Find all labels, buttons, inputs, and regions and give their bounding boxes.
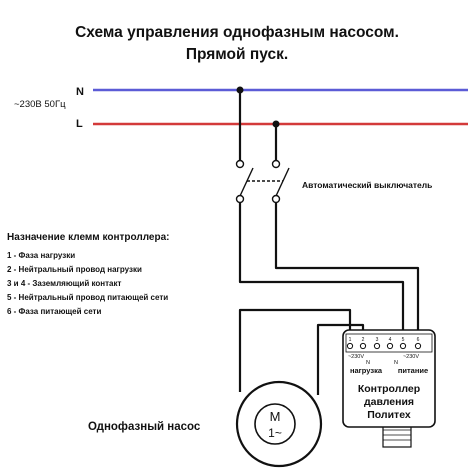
breaker-feed-wires [238,90,278,160]
load-volt-label: ~230V [348,354,364,360]
controller-name-line-1: Контроллер [358,383,420,395]
legend-item: 5 - Нейтральный провод питающей сети [7,293,168,302]
supply-wires [238,203,420,333]
load-terminals-label: нагрузка [350,366,383,375]
load-n-label: N [366,360,370,366]
controller-fitting [382,424,412,448]
title-line-1: Схема управления однофазным насосом. [75,24,399,41]
l-line-label: L [76,118,83,130]
pump-motor: М 1~ [235,380,323,468]
legend-list: 1 - Фаза нагрузки 2 - Нейтральный провод… [7,251,168,316]
power-volt-label: ~230V [403,354,419,360]
terminal-number: 1 [349,337,352,343]
motor-symbol-m: М [270,409,281,424]
terminal-number: 6 [417,337,420,343]
title-line-2: Прямой пуск. [186,46,288,63]
terminal-number: 3 [376,337,379,343]
legend-item: 6 - Фаза питающей сети [7,307,101,316]
power-n-label: N [394,360,398,366]
legend-item: 2 - Нейтральный провод нагрузки [7,265,142,274]
terminal-number: 4 [389,337,392,343]
controller-name-line-3: Политех [367,409,411,421]
breaker-label: Автоматический выключатель [302,180,432,190]
controller-body [342,329,436,428]
pump-label: Однофазный насос [88,421,201,433]
terminal-number: 2 [362,337,365,343]
terminal-screws [346,342,422,350]
terminal-block [345,333,433,353]
n-line-label: N [76,86,84,98]
pressure-controller: 1 2 3 4 5 6 ~230V N ~230V N нагрузка пит… [342,329,436,448]
legend-item: 3 и 4 - Заземляющий контакт [7,279,121,288]
terminal-numbers: 1 2 3 4 5 6 [349,337,420,343]
terminal-number: 5 [402,337,405,343]
legend-heading: Назначение клемм контроллера: [7,232,170,243]
controller-fitting-thread [383,429,411,441]
controller-name-line-2: давления [364,396,414,408]
motor-symbol-phase: 1~ [268,426,282,440]
load-wires [238,308,365,395]
power-terminals-label: питание [398,366,428,375]
supply-voltage-label: ~230В 50Гц [14,99,66,110]
legend-item: 1 - Фаза нагрузки [7,251,75,260]
circuit-breaker [235,159,290,204]
